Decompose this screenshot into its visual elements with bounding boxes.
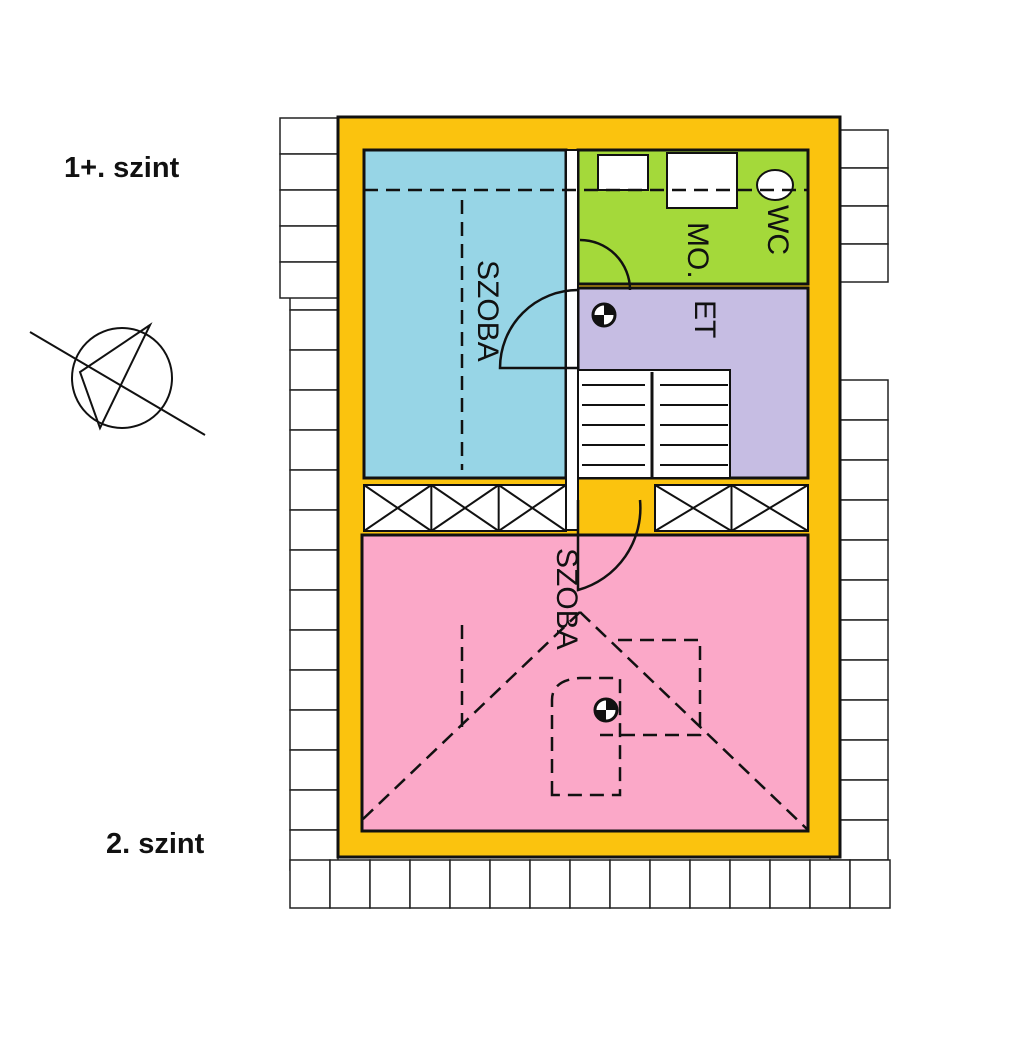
exterior-tile xyxy=(289,309,339,351)
exterior-tile xyxy=(569,859,611,909)
exterior-tile xyxy=(279,261,339,299)
door-arc xyxy=(498,288,579,370)
ceiling-light-icon xyxy=(593,697,619,723)
dashed-outline xyxy=(550,676,622,797)
exterior-tile xyxy=(279,153,339,191)
door-arc xyxy=(579,238,632,291)
exterior-tile xyxy=(769,859,811,909)
dashed-outline xyxy=(600,638,702,737)
exterior-tile xyxy=(289,629,339,671)
dashed-line xyxy=(361,611,581,821)
hatched-band xyxy=(363,484,809,532)
exterior-tile xyxy=(689,859,731,909)
ceiling-light-icon xyxy=(591,302,617,328)
shower xyxy=(666,152,738,209)
exterior-tile xyxy=(289,429,339,471)
exterior-tile xyxy=(839,167,889,207)
toilet xyxy=(756,169,794,201)
exterior-tile xyxy=(489,859,531,909)
exterior-tile xyxy=(289,469,339,511)
exterior-tile xyxy=(279,189,339,227)
exterior-tile xyxy=(289,749,339,791)
stair-steps xyxy=(582,372,728,478)
exterior-tile xyxy=(289,859,331,909)
room-label: WC xyxy=(761,205,794,255)
hatch-line xyxy=(363,484,432,532)
exterior-tile xyxy=(409,859,451,909)
dashed-line xyxy=(579,611,809,831)
exterior-tile xyxy=(289,589,339,631)
exterior-tile xyxy=(449,859,491,909)
exterior-tile xyxy=(289,389,339,431)
inner-wall xyxy=(565,149,579,531)
exterior-tile xyxy=(369,859,411,909)
door-arc xyxy=(576,499,642,592)
exterior-tile xyxy=(289,789,339,831)
north-arrow-icon xyxy=(29,322,206,436)
sink xyxy=(597,154,649,191)
room-label: SZOBA xyxy=(550,548,583,650)
exterior-tile xyxy=(289,709,339,751)
exterior-tile xyxy=(289,349,339,391)
exterior-tile xyxy=(329,859,371,909)
exterior-tile xyxy=(649,859,691,909)
exterior-tile xyxy=(279,117,339,155)
exterior-tile xyxy=(289,549,339,591)
exterior-tile xyxy=(279,225,339,263)
exterior-tile xyxy=(289,669,339,711)
exterior-tile xyxy=(839,129,889,169)
hatch-line xyxy=(498,484,567,532)
room-szoba-blue xyxy=(362,148,568,480)
hatch-line xyxy=(430,484,500,532)
room-szoba-pink xyxy=(360,533,810,833)
exterior-tile xyxy=(839,205,889,245)
level-label-lower: 2. szint xyxy=(106,828,205,860)
level-label-upper: 1+. szint xyxy=(64,152,180,184)
hatch-line xyxy=(730,484,809,532)
exterior-tile xyxy=(729,859,771,909)
room-label: ET xyxy=(688,300,721,338)
hatch-line xyxy=(654,484,733,532)
exterior-tile xyxy=(609,859,651,909)
exterior-tile xyxy=(289,509,339,551)
exterior-tile xyxy=(529,859,571,909)
exterior-tile xyxy=(809,859,851,909)
room-label: SZOBA xyxy=(471,260,504,362)
room-label: MO. xyxy=(681,222,714,279)
exterior-tile xyxy=(839,243,889,283)
exterior-tile xyxy=(849,859,891,909)
